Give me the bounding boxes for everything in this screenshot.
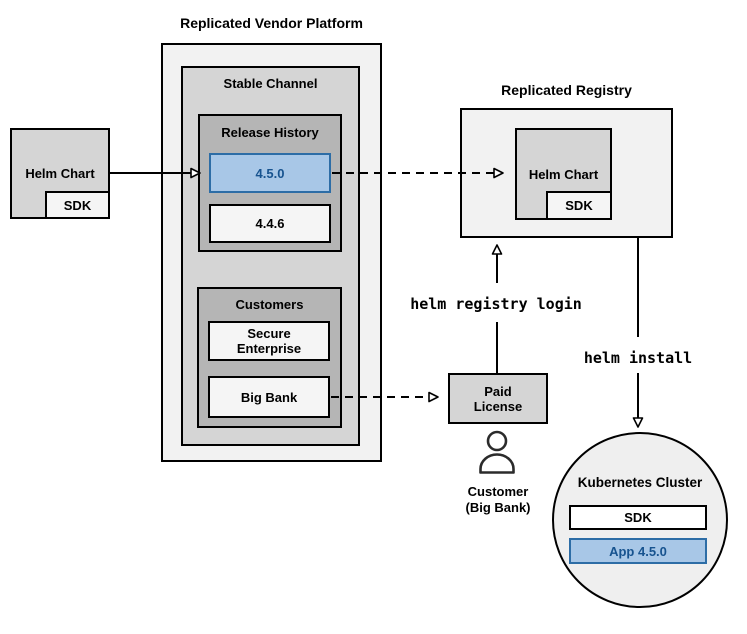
customer-label-line2: (Big Bank)	[465, 500, 531, 515]
command-install-label: helm install	[583, 349, 693, 367]
registry-sdk-box: SDK	[546, 191, 612, 220]
cluster-app-box: App 4.5.0	[569, 538, 707, 564]
customer-item-secure-enterprise: Secure Enterprise	[208, 321, 330, 361]
cluster-sdk-box: SDK	[569, 505, 707, 530]
release-history-title: Release History	[221, 125, 319, 140]
customer-item-label: Secure Enterprise	[236, 326, 302, 356]
paid-license-label: Paid License	[473, 383, 523, 414]
command-registry-login-label: helm registry login	[410, 295, 582, 313]
customer-label-line1: Customer	[467, 484, 529, 499]
person-icon	[479, 430, 515, 474]
release-item-current: 4.5.0	[209, 153, 331, 193]
release-item-previous: 4.4.6	[209, 204, 331, 243]
kubernetes-cluster-title: Kubernetes Cluster	[577, 475, 703, 490]
paid-license-box: Paid License	[448, 373, 548, 424]
customer-item-big-bank: Big Bank	[208, 376, 330, 418]
registry-title: Replicated Registry	[501, 82, 632, 98]
helm-chart-source-sdk-box: SDK	[45, 191, 110, 219]
stable-channel-title: Stable Channel	[223, 76, 318, 91]
vendor-platform-title: Replicated Vendor Platform	[180, 15, 363, 31]
customers-title: Customers	[235, 297, 304, 312]
